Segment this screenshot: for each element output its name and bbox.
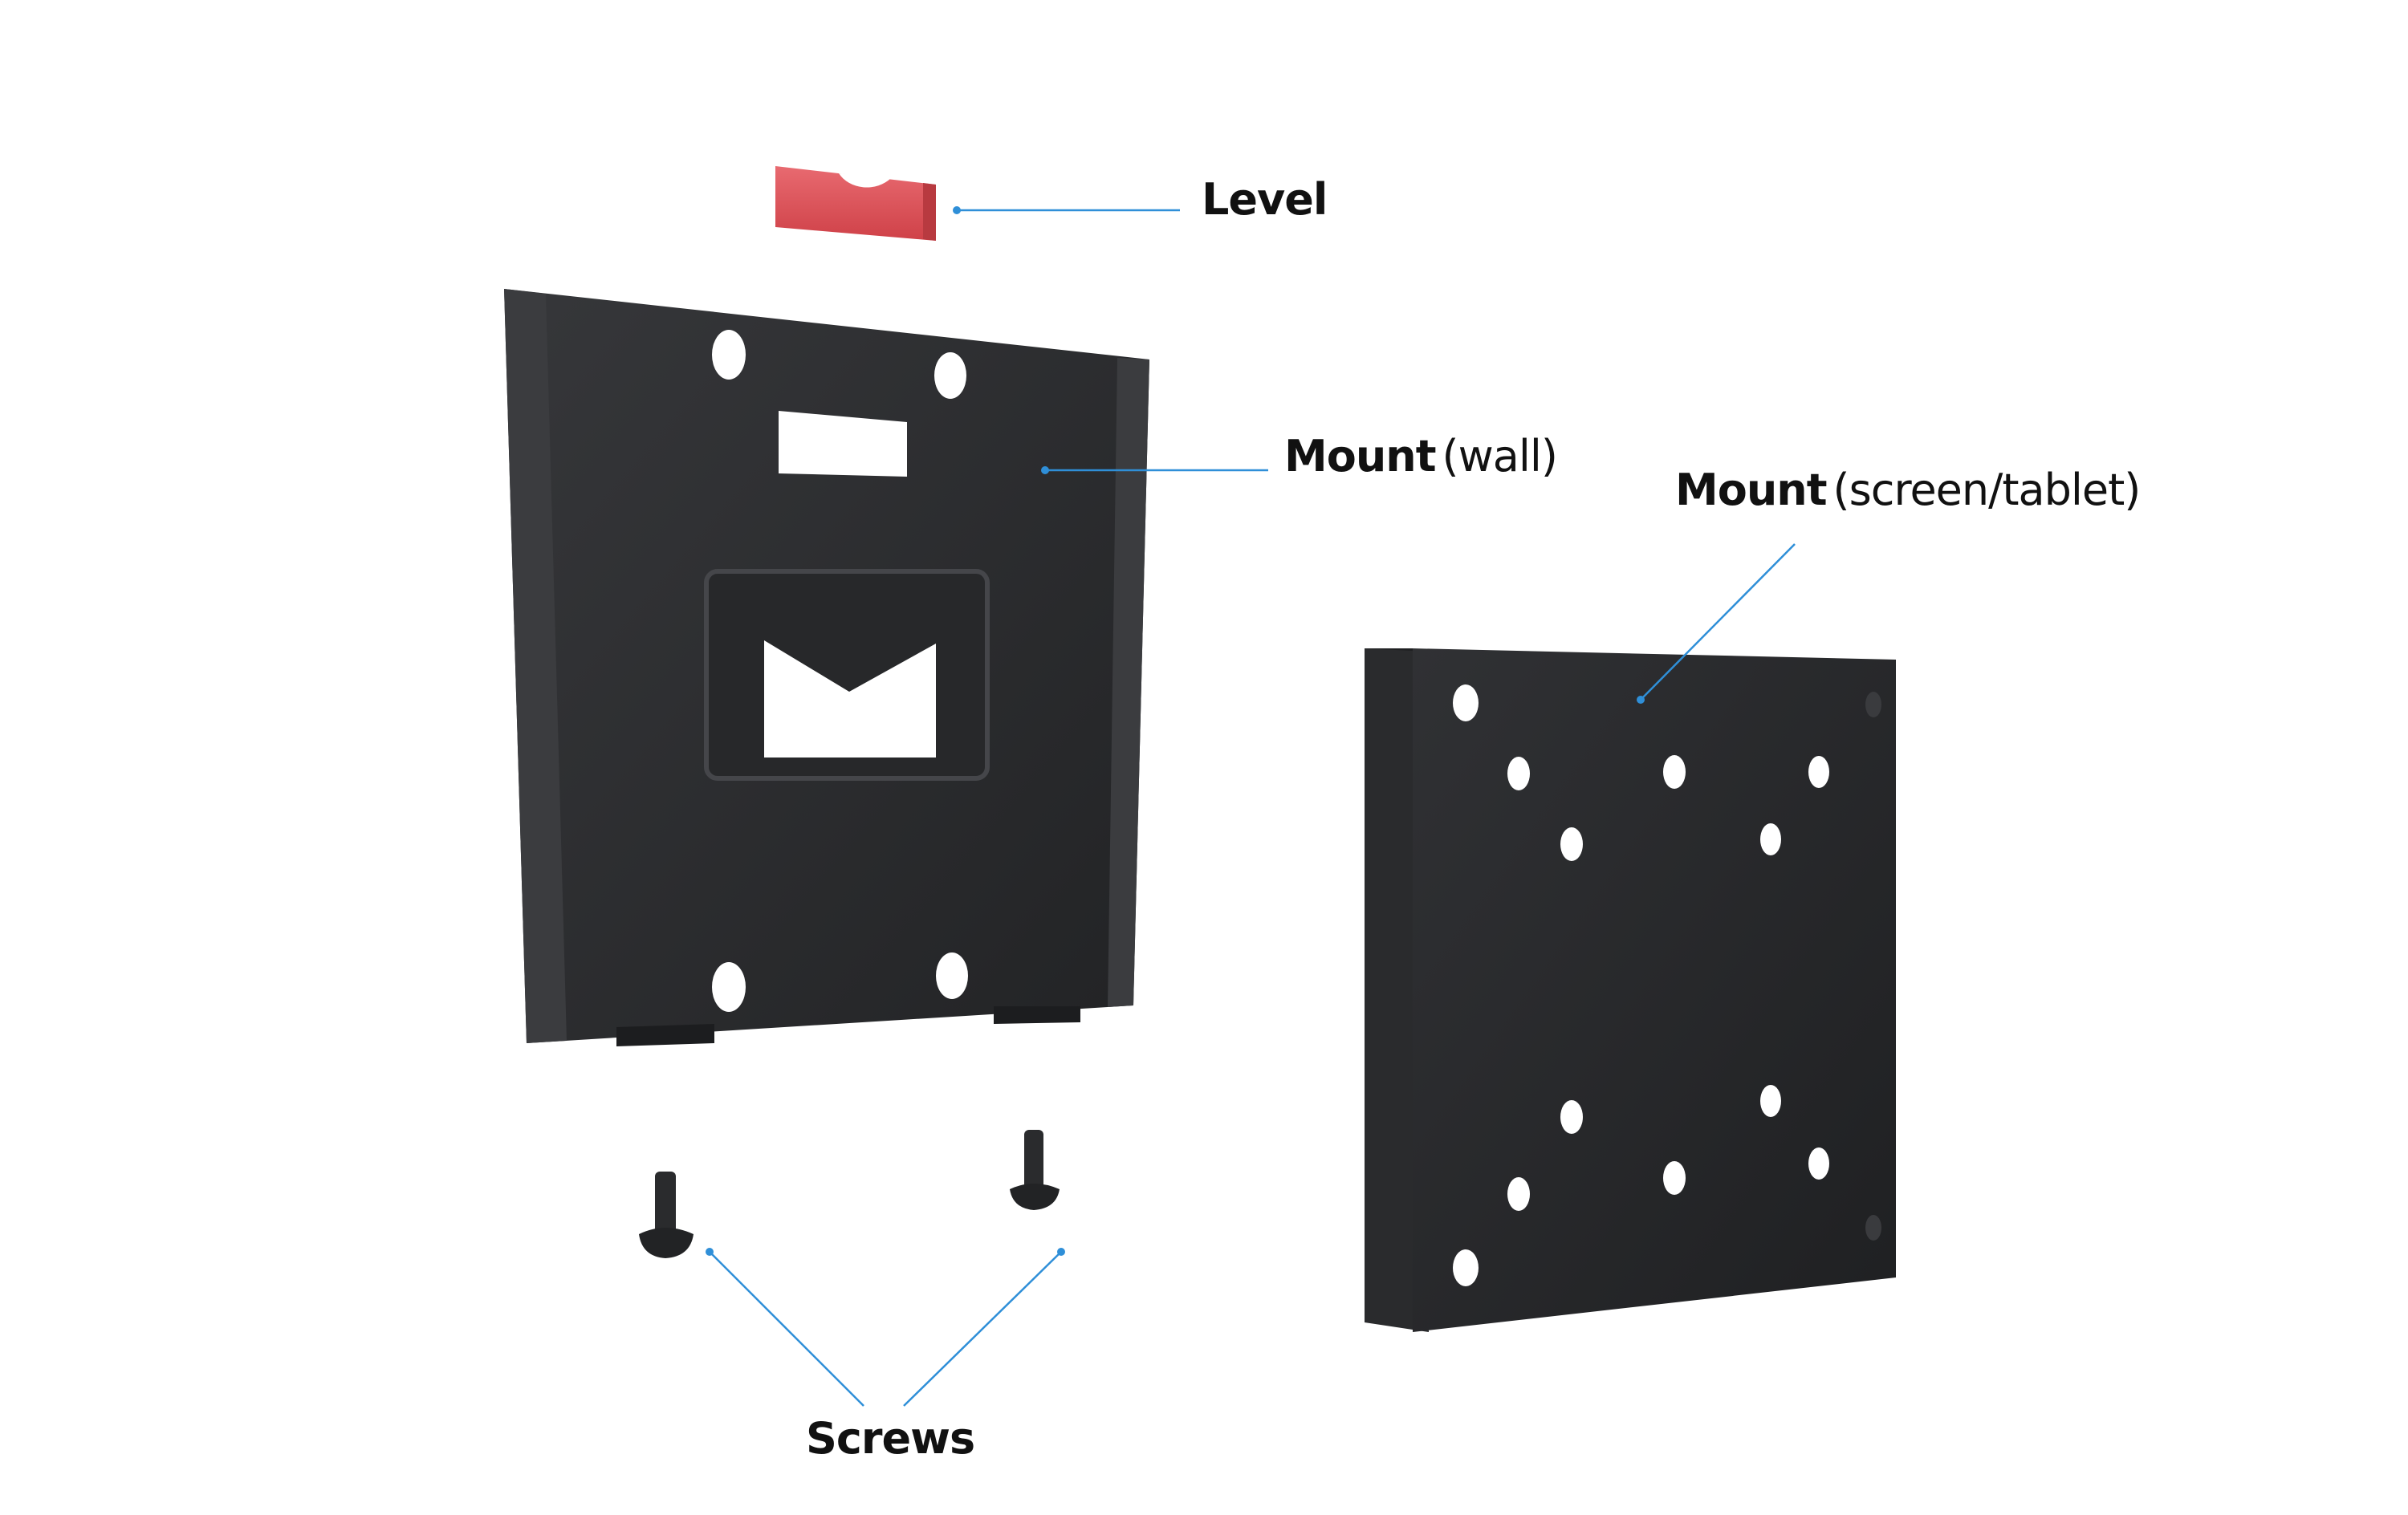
level-part bbox=[775, 166, 936, 241]
screw-right bbox=[1010, 1130, 1060, 1210]
screen-mount-part bbox=[1365, 648, 1896, 1332]
label-mount-screen-light: (screen/tablet) bbox=[1832, 465, 2142, 515]
label-screws-bold: Screws bbox=[806, 1413, 975, 1464]
label-mount-wall-bold: Mount bbox=[1284, 431, 1437, 481]
leader-line-screw-left bbox=[709, 1251, 864, 1407]
label-screws: Screws bbox=[806, 1417, 975, 1460]
label-mount-wall: Mount(wall) bbox=[1284, 435, 1558, 478]
leader-line-screw-right bbox=[903, 1251, 1062, 1407]
label-level: Level bbox=[1202, 178, 1328, 221]
label-level-bold: Level bbox=[1202, 174, 1328, 225]
wall-mount-part bbox=[504, 289, 1149, 1046]
leader-lines bbox=[706, 206, 1796, 1407]
leader-line-mount-screen bbox=[1640, 543, 1796, 701]
screw-left bbox=[639, 1172, 694, 1258]
label-mount-screen: Mount(screen/tablet) bbox=[1675, 469, 2141, 512]
label-mount-wall-light: (wall) bbox=[1442, 431, 1558, 481]
label-mount-screen-bold: Mount bbox=[1675, 465, 1828, 515]
